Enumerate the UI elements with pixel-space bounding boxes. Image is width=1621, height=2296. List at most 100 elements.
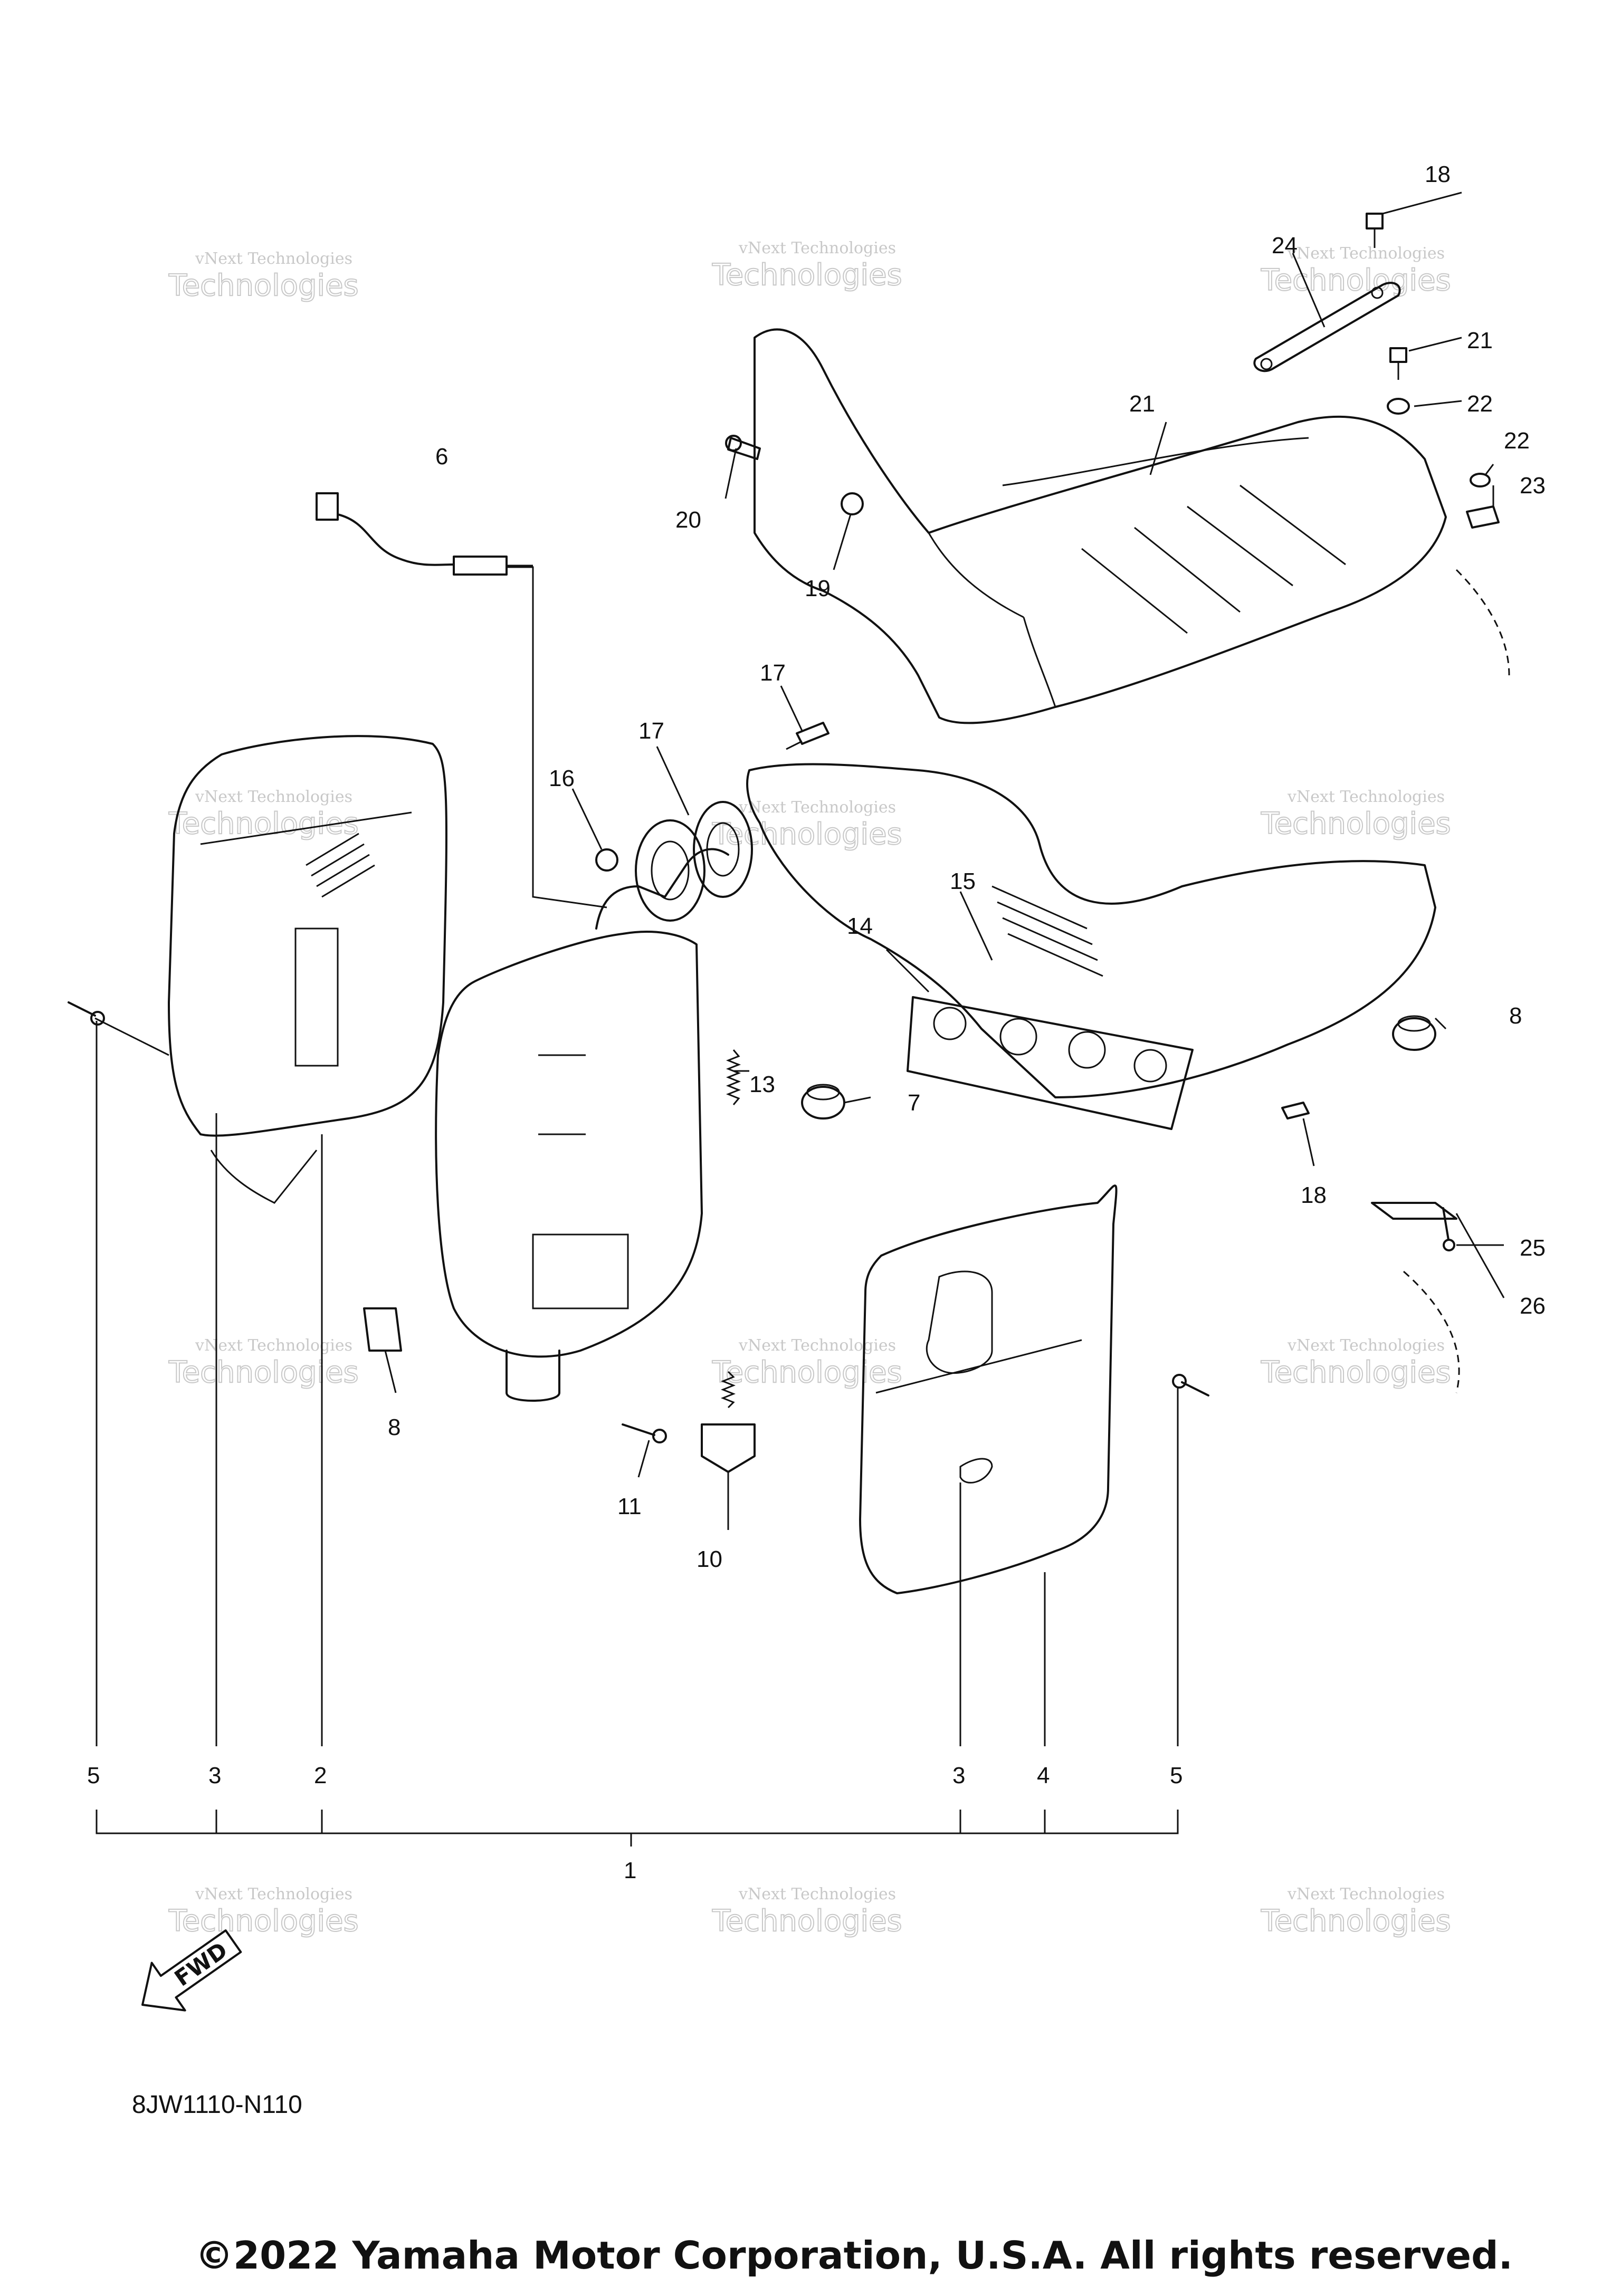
watermark-text: Technologies <box>168 269 359 303</box>
callout-17: 18 <box>1301 1182 1327 1208</box>
bracket-26 <box>1371 1202 1457 1220</box>
watermark-text: Technologies <box>712 1904 902 1938</box>
callout-21: 18 <box>1425 161 1451 187</box>
screw-5-right <box>1172 1374 1209 1396</box>
callout-5: 5 <box>1170 1763 1183 1788</box>
bolt-17-lower <box>1281 1102 1310 1120</box>
pin-25 <box>1442 1207 1455 1251</box>
manifold-gasket-13 <box>907 996 1194 1130</box>
watermark: vNext Technologies Technologies <box>168 1336 359 1390</box>
watermark-text: vNext Technologies <box>738 1885 896 1903</box>
callout-18: 19 <box>805 576 831 601</box>
watermark: vNext Technologies Technologies <box>1260 788 1452 841</box>
callout-15: 16 <box>549 766 575 791</box>
watermark: vNext Technologies Technologies <box>168 1885 359 1939</box>
screw-5-left <box>68 1001 105 1026</box>
watermark-text: vNext Technologies <box>195 250 352 268</box>
callout-23: 23 <box>1520 473 1546 499</box>
watermark-text: Technologies <box>1261 263 1451 298</box>
callout-11: 11 <box>617 1494 642 1519</box>
watermark-text: vNext Technologies <box>738 1336 896 1355</box>
bracket-10 <box>701 1371 756 1473</box>
gasket-16 <box>635 801 753 922</box>
bolt-17-upper <box>786 722 829 750</box>
exhaust-pipe <box>746 763 1436 1098</box>
copyright-text: ©2022 Yamaha Motor Corporation, U.S.A. A… <box>195 2233 1513 2278</box>
bolt-21-lower <box>1389 347 1407 380</box>
callout-5: 5 <box>87 1763 100 1788</box>
watermark-text: Technologies <box>712 817 902 852</box>
watermark-text: Technologies <box>1261 1904 1451 1938</box>
watermark-text: Technologies <box>712 1355 902 1390</box>
watermark-text: vNext Technologies <box>195 1885 352 1903</box>
watermark-text: vNext Technologies <box>195 788 352 806</box>
heat-protector-upper <box>754 328 1447 724</box>
watermark-text: Technologies <box>1261 807 1451 841</box>
callout-17: 17 <box>760 660 786 686</box>
watermark-text: vNext Technologies <box>1287 788 1445 806</box>
callout-3: 3 <box>952 1763 965 1788</box>
watermark: vNext Technologies Technologies <box>168 250 359 303</box>
watermark-text: Technologies <box>712 258 902 292</box>
watermark-text: vNext Technologies <box>1287 244 1445 263</box>
washer-22 <box>1387 398 1491 487</box>
grommet-8-right <box>1392 1015 1436 1051</box>
callout-24: 24 <box>1272 233 1298 259</box>
fwd-label: FWD <box>170 1937 232 1991</box>
watermark: vNext Technologies Technologies <box>711 1885 903 1939</box>
watermark: vNext Technologies Technologies <box>1260 1336 1452 1390</box>
watermark-text: Technologies <box>1261 1355 1451 1390</box>
callout-8: 8 <box>1509 1003 1522 1029</box>
callout-25: 25 <box>1520 1235 1546 1261</box>
callout-14: 15 <box>950 868 976 894</box>
spring-12 <box>726 1049 741 1105</box>
watermark-text: vNext Technologies <box>1287 1336 1445 1355</box>
watermark-text: vNext Technologies <box>738 239 896 257</box>
callout-3: 3 <box>208 1763 221 1788</box>
watermark: vNext Technologies Technologies <box>711 1336 903 1390</box>
bracket-bar <box>1253 282 1401 372</box>
grommet-8-left <box>801 1084 845 1120</box>
callout-1: 1 <box>624 1858 636 1883</box>
hidden-line <box>1455 569 1510 676</box>
diagram-code: 8JW1110-N110 <box>132 2091 302 2119</box>
leader-lines <box>94 192 1505 1847</box>
muffler-protector-right <box>859 1184 1118 1594</box>
oxygen-sensor <box>316 492 533 576</box>
bolt-21-upper <box>1366 213 1384 248</box>
watermark-text: vNext Technologies <box>195 1336 352 1355</box>
watermark: vNext Technologies Technologies <box>711 798 903 852</box>
callout-7: 8 <box>388 1414 401 1440</box>
muffler-protector-left <box>168 735 447 1204</box>
nut-23 <box>1466 505 1500 529</box>
callout-22: 22 <box>1467 391 1493 417</box>
callout-6: 6 <box>435 444 448 470</box>
callout-26: 26 <box>1520 1293 1546 1319</box>
watermark: vNext Technologies Technologies <box>1260 244 1452 298</box>
watermark: vNext Technologies Technologies <box>1260 1885 1452 1939</box>
watermark-text: Technologies <box>168 1904 359 1938</box>
watermark-group: vNext Technologies Technologies vNext Te… <box>168 239 1452 1939</box>
bolt-11 <box>622 1423 667 1443</box>
callout-10: 10 <box>697 1546 722 1572</box>
watermark-text: vNext Technologies <box>738 798 896 817</box>
callout-12: 13 <box>749 1072 775 1097</box>
clip-7 <box>363 1307 402 1352</box>
watermark: vNext Technologies Technologies <box>711 239 903 293</box>
callout-21: 21 <box>1467 328 1493 353</box>
watermark: vNext Technologies Technologies <box>168 788 359 841</box>
muffler-body <box>435 848 729 1402</box>
gasket-15 <box>595 848 618 872</box>
callout-19: 20 <box>675 507 701 533</box>
watermark-text: Technologies <box>168 807 359 841</box>
nut-18 <box>841 492 864 515</box>
callout-13: 14 <box>847 913 873 939</box>
watermark-text: Technologies <box>168 1355 359 1390</box>
watermark-text: vNext Technologies <box>1287 1885 1445 1903</box>
callout-2: 2 <box>314 1763 327 1788</box>
callout-4: 4 <box>1037 1763 1050 1788</box>
callout-22: 22 <box>1504 428 1530 454</box>
callout-labels: 18 24 21 22 22 23 21 20 19 6 17 17 16 15… <box>87 161 1546 1883</box>
